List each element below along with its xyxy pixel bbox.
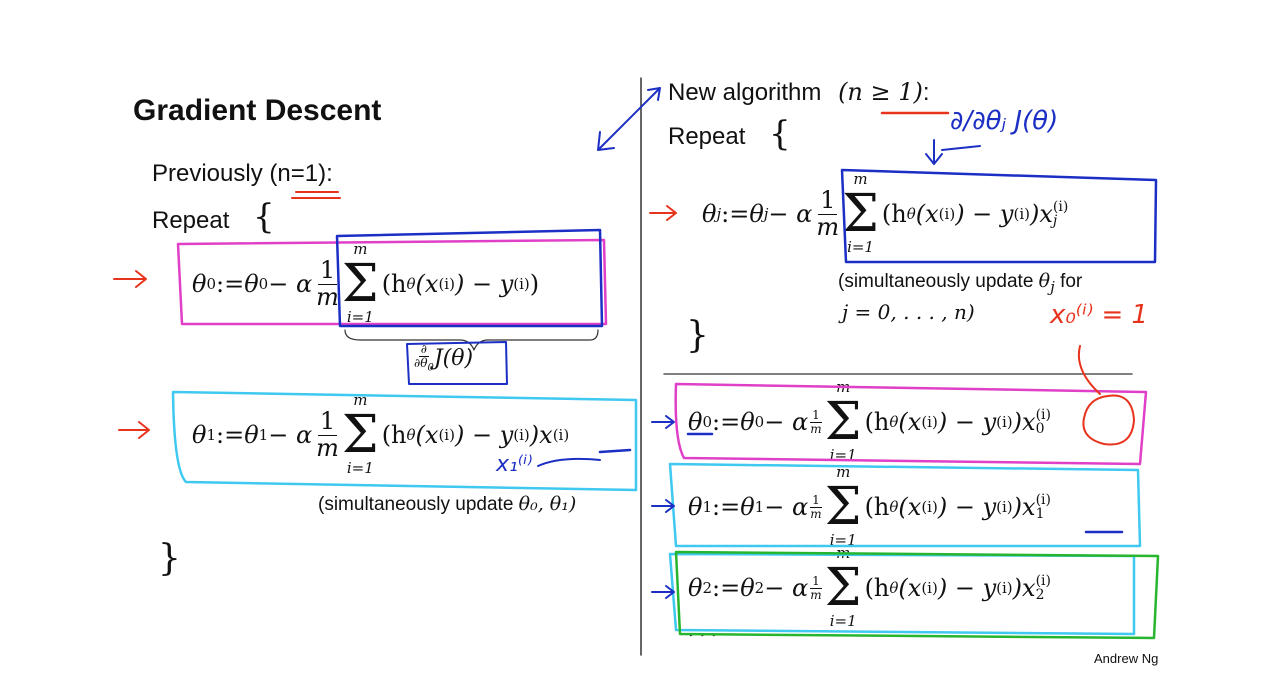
handwritten-derivative-note: ∂/∂θⱼ J(θ) <box>950 106 1059 136</box>
previously-label: Previously (n=1): <box>152 160 333 187</box>
blue-stroke-note <box>537 457 601 467</box>
red-underline-n1 <box>291 191 341 199</box>
red-arrow-thetaj <box>649 205 677 221</box>
new-algorithm-heading: New algorithm (n ≥ 1): <box>668 78 930 106</box>
red-arrow-theta1 <box>118 421 150 439</box>
blue-box-thetaj <box>840 168 1158 264</box>
blue-down-arrow <box>925 139 981 165</box>
green-box-row2 <box>674 550 1160 640</box>
red-arrow-theta0 <box>113 270 147 288</box>
left-simultaneous-note: (simultaneously update θ₀, θ₁) <box>318 493 577 515</box>
right-simultaneous-note: (simultaneously update θj for <box>838 270 1083 296</box>
cyan-box-row2 <box>668 552 1136 636</box>
slide-title: Gradient Descent <box>133 94 382 127</box>
left-repeat-label: Repeat <box>152 207 230 234</box>
red-connector-x0 <box>1078 345 1101 395</box>
blue-arrow-row1 <box>651 499 675 513</box>
red-circle-x0 <box>1082 394 1135 446</box>
left-close-brace: } <box>158 538 181 579</box>
right-open-brace: { <box>769 114 791 154</box>
blue-box-summation <box>335 228 604 328</box>
right-close-brace: } <box>686 315 709 356</box>
blue-arrow-row2 <box>651 585 675 599</box>
handwritten-x0-equals-1: x₀⁽ⁱ⁾ = 1 <box>1050 300 1149 330</box>
right-repeat-label: Repeat <box>668 123 746 150</box>
author-credit: Andrew Ng <box>1094 651 1159 666</box>
partial-derivative-label: ∂ ∂θ0 J(θ) <box>414 342 474 373</box>
blue-double-arrow <box>597 87 661 151</box>
left-open-brace: { <box>253 197 275 237</box>
blue-box-derivative <box>406 341 508 385</box>
cyan-box-theta1 <box>171 390 638 492</box>
magenta-box-theta0 <box>176 238 608 326</box>
blue-underline-x <box>598 448 632 454</box>
handwritten-x1-note: x₁⁽ⁱ⁾ <box>496 452 533 477</box>
underbrace <box>344 329 599 351</box>
cyan-box-row1 <box>668 462 1142 548</box>
magenta-box-row0 <box>674 382 1148 466</box>
blue-arrow-row0 <box>651 415 675 429</box>
right-j-range: j = 0, . . . , n) <box>842 300 975 324</box>
